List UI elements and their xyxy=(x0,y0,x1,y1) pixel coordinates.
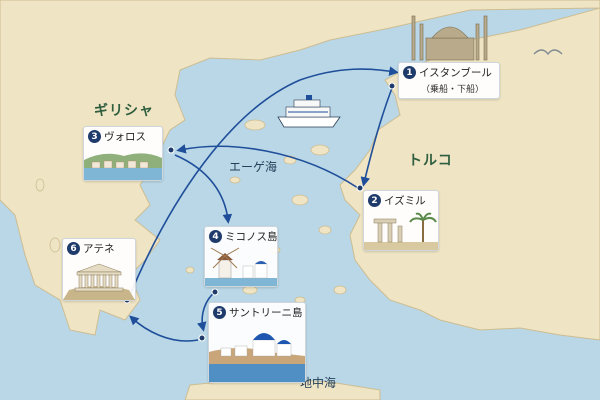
port-number-badge: 1 xyxy=(403,66,416,79)
port-name: アテネ xyxy=(83,243,115,255)
port-name: ヴォロス xyxy=(104,131,146,143)
port-number-badge: 4 xyxy=(209,230,222,243)
route-santorini-athens xyxy=(129,315,199,342)
region-label-greece: ギリシャ xyxy=(94,103,154,119)
seagull-icon xyxy=(533,49,563,56)
ancient-ruins-illustration xyxy=(364,212,438,250)
port-name: イズミル xyxy=(384,195,426,207)
windmill-icon xyxy=(210,247,240,279)
route-volos-mykonos xyxy=(174,154,233,224)
port-number-badge: 2 xyxy=(368,194,381,207)
route-athens-istanbul xyxy=(129,66,399,296)
parthenon-icon xyxy=(74,263,124,292)
route-izmir-volos xyxy=(176,144,359,189)
blue-dome-illustration xyxy=(209,333,305,382)
blue-dome-icon xyxy=(252,333,292,357)
port-number-badge: 5 xyxy=(213,306,226,319)
port-note: （乗船・下船） xyxy=(421,85,485,95)
mosque-icon xyxy=(411,15,488,61)
port-name: イスタンブール xyxy=(419,67,492,79)
parthenon-illustration xyxy=(63,263,135,300)
port-name: サントリーニ島 xyxy=(229,307,303,319)
marmara-sea xyxy=(300,50,385,80)
windmill-illustration xyxy=(205,247,277,286)
port-name: ミコノス島 xyxy=(225,231,278,243)
palm-tree-icon xyxy=(409,212,437,242)
cruise-route xyxy=(129,66,399,342)
sea-label-aegean: エーゲ海 xyxy=(229,160,278,174)
harbor-town-illustration xyxy=(84,153,162,180)
port-number-badge: 3 xyxy=(88,130,101,143)
route-istanbul-izmir xyxy=(360,87,393,187)
region-label-turkey: トルコ xyxy=(408,153,453,169)
port-number-badge: 6 xyxy=(67,242,80,255)
sea-label-mediterranean: 地中海 xyxy=(300,376,337,390)
cruise-ship-icon xyxy=(277,95,341,128)
